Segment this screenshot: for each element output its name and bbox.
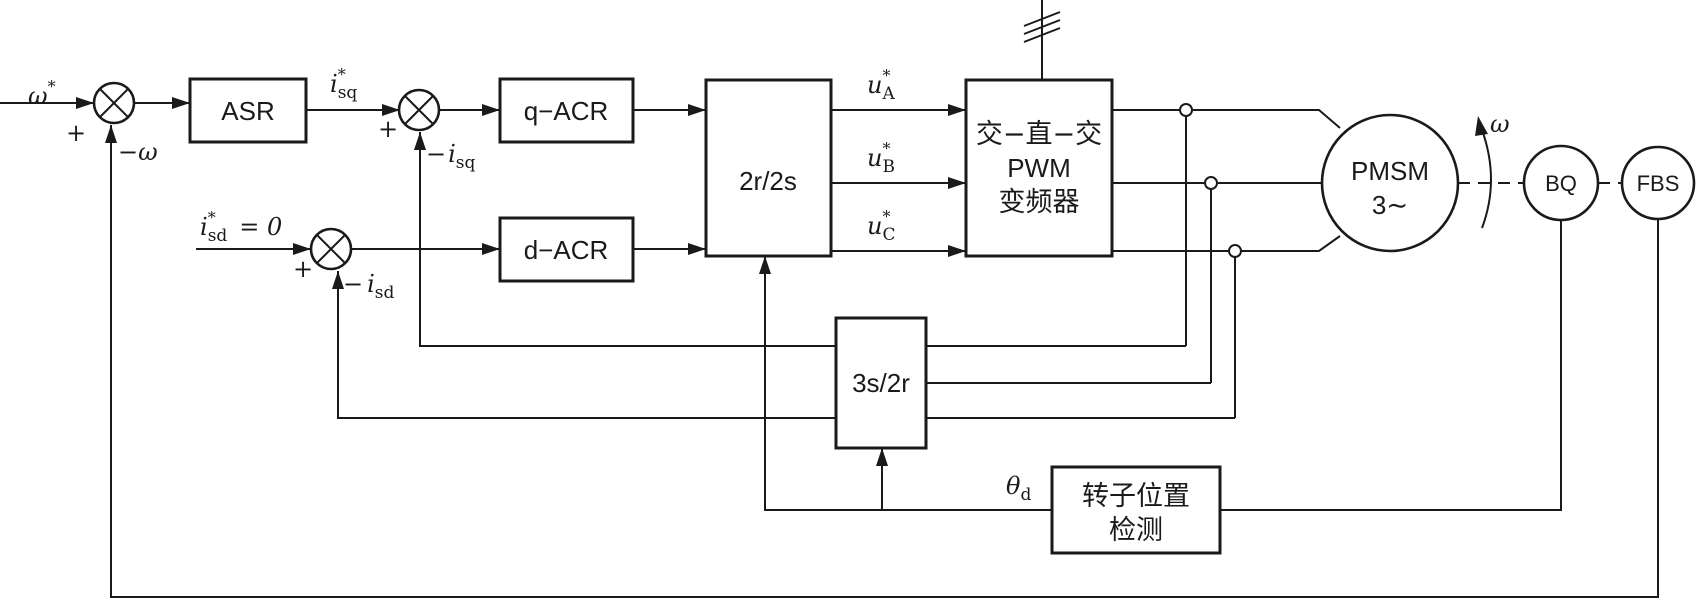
- phase-c-line: [1112, 235, 1341, 252]
- label-ua-ref: u*A: [867, 66, 895, 104]
- motor-pmsm: PMSM 3∼: [1320, 113, 1460, 253]
- supply-tick-2: [1023, 19, 1061, 35]
- block-2r-2s-label: 2r/2s: [739, 166, 797, 196]
- rotor-label-line1: 转子位置: [1082, 481, 1190, 512]
- motor-label-line1: PMSM: [1351, 156, 1429, 186]
- arrowheads: [76, 97, 966, 466]
- bq-label: BQ: [1545, 171, 1577, 196]
- arrowhead-sum3-in: [293, 243, 311, 255]
- connection-lines: [0, 0, 1659, 598]
- sensor-fbs: FBS: [1620, 145, 1696, 221]
- label-omega-rotation: ω: [1490, 110, 1510, 138]
- label-isq-ref: i*sq: [330, 65, 357, 103]
- rotor-label-line2: 检测: [1109, 515, 1163, 546]
- block-d-acr-label: d−ACR: [524, 235, 609, 265]
- inverter-label-line1: 交−直−交: [976, 119, 1102, 150]
- arrowhead-uc-in: [948, 245, 966, 257]
- label-neg-isq: −isq: [426, 140, 476, 173]
- block-2r-2s: 2r/2s: [704, 78, 833, 258]
- supply-tick-3: [1023, 27, 1061, 43]
- label-ub-ref: u*B: [867, 139, 895, 177]
- block-3s-2r-label: 3s/2r: [852, 368, 910, 398]
- summing-junction-d-current: [309, 227, 353, 271]
- summing-junction-speed: [92, 81, 136, 125]
- block-q-acr-label: q−ACR: [524, 96, 609, 126]
- arrowhead-sum2-in: [382, 104, 400, 116]
- inverter-label-line3: 变频器: [999, 187, 1080, 218]
- phase-a-line: [1112, 109, 1341, 129]
- label-omega-ref: ω*: [28, 77, 56, 110]
- bq-to-rotor-line: [1220, 207, 1562, 511]
- block-asr: ASR: [188, 77, 308, 144]
- isd-feedback-line: [337, 271, 836, 419]
- arrowhead-isq-fb: [414, 132, 426, 150]
- block-rotor-position-detection: 转子位置 检测: [1050, 465, 1222, 555]
- summing-junction-q-current: [397, 88, 441, 132]
- label-plus-d: +: [293, 255, 313, 283]
- label-isd-ref: i*sd= 0: [200, 208, 282, 246]
- arrowhead-ua-in: [948, 104, 966, 116]
- rotation-arrow-icon: [1475, 116, 1492, 229]
- motor-label-line2: 3∼: [1372, 190, 1408, 220]
- sensor-bq: BQ: [1522, 144, 1600, 222]
- theta-to-r2s-line: [764, 256, 1052, 511]
- supply-tick-1: [1023, 11, 1061, 27]
- arrowhead-sum1-in: [76, 97, 94, 109]
- block-d-acr: d−ACR: [498, 216, 635, 283]
- arrowhead-theta-r2s: [759, 256, 771, 274]
- label-neg-isd: −isd: [343, 270, 395, 303]
- block-3s-2r: 3s/2r: [834, 316, 928, 450]
- arrowhead-r2s-d-in: [688, 243, 706, 255]
- arrowhead-dacr-in: [482, 243, 500, 255]
- block-asr-label: ASR: [221, 96, 274, 126]
- tap-point-b: [1204, 176, 1218, 190]
- arrowhead-qacr-in: [482, 104, 500, 116]
- current-tap-points: [1179, 103, 1242, 258]
- fbs-label: FBS: [1637, 171, 1680, 196]
- block-inverter: 交−直−交 PWM 变频器: [964, 78, 1114, 258]
- arrowhead-speed-fb: [105, 125, 117, 143]
- label-theta-d: θd: [1006, 472, 1031, 505]
- arrowhead-asr-in: [172, 97, 190, 109]
- inverter-label-line2: PWM: [1007, 153, 1071, 183]
- block-q-acr: q−ACR: [498, 77, 635, 144]
- arrowhead-r2s-q-in: [688, 104, 706, 116]
- isq-feedback-line: [419, 132, 836, 347]
- speed-feedback-line: [110, 125, 1659, 598]
- label-plus-q: +: [378, 115, 398, 143]
- label-uc-ref: u*C: [867, 207, 895, 245]
- arrowhead-theta-3s2r: [876, 448, 888, 466]
- label-plus-speed: +: [66, 119, 86, 147]
- tap-point-c: [1228, 244, 1242, 258]
- tap-point-a: [1179, 103, 1193, 117]
- label-neg-omega: −ω: [118, 138, 158, 166]
- arrowhead-isd-fb: [332, 271, 344, 289]
- arrowhead-ub-in: [948, 177, 966, 189]
